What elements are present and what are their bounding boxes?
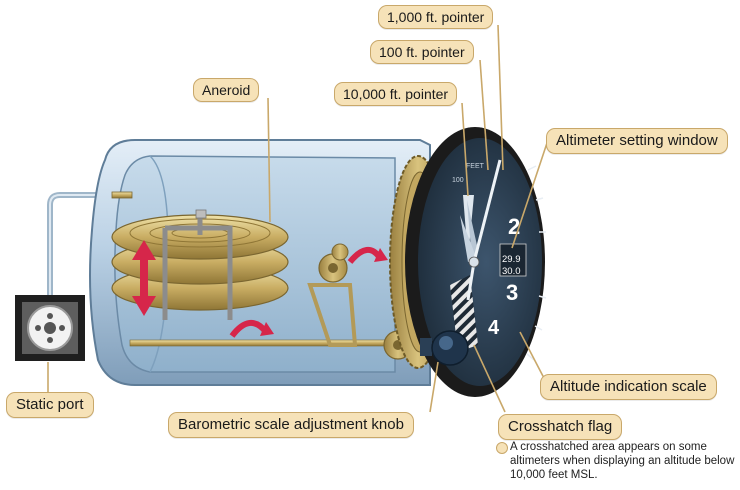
label-aneroid: Aneroid: [193, 78, 260, 102]
label-setting-window: Altimeter setting window: [546, 128, 728, 154]
baro-knob: [420, 330, 469, 366]
dial-digit-4: 4: [488, 317, 500, 339]
label-altitude-scale: Altitude indication scale: [540, 374, 717, 400]
window-value-2: 30.0: [502, 266, 521, 277]
dial-face: [418, 138, 542, 386]
dial-ticks: [526, 165, 547, 361]
pointer-100: [466, 159, 502, 301]
label-crosshatch-flag: Crosshatch flag: [498, 414, 623, 440]
dial-feet-text: FEET: [466, 163, 485, 170]
label-100-ft-pointer: 100 ft. pointer: [370, 40, 474, 64]
dial-digit-3: 3: [506, 280, 518, 305]
window-value-1: 29.9: [502, 254, 521, 265]
aneroid-capsule: [111, 214, 289, 311]
label-static-port: Static port: [6, 392, 94, 418]
leader-lines: [47, 24, 549, 413]
pointer-10000: [463, 195, 474, 258]
static-port: [15, 295, 85, 361]
drive-shaft: [129, 339, 411, 347]
crosshatch-note: A crosshatched area appears on some alti…: [510, 441, 735, 481]
note-bullet-icon: [496, 442, 508, 454]
pointer-1000: [460, 200, 478, 262]
rotation-arrow-upper: [347, 247, 388, 264]
label-10000-ft-pointer: 10,000 ft. pointer: [334, 82, 458, 106]
label-1000-ft-pointer: 1,000 ft. pointer: [378, 5, 494, 29]
dial-100-text: 100: [452, 177, 464, 184]
rotation-arrow-lower: [229, 320, 274, 338]
label-baro-knob: Barometric scale adjustment knob: [168, 412, 414, 438]
expansion-arrow: [132, 240, 156, 316]
